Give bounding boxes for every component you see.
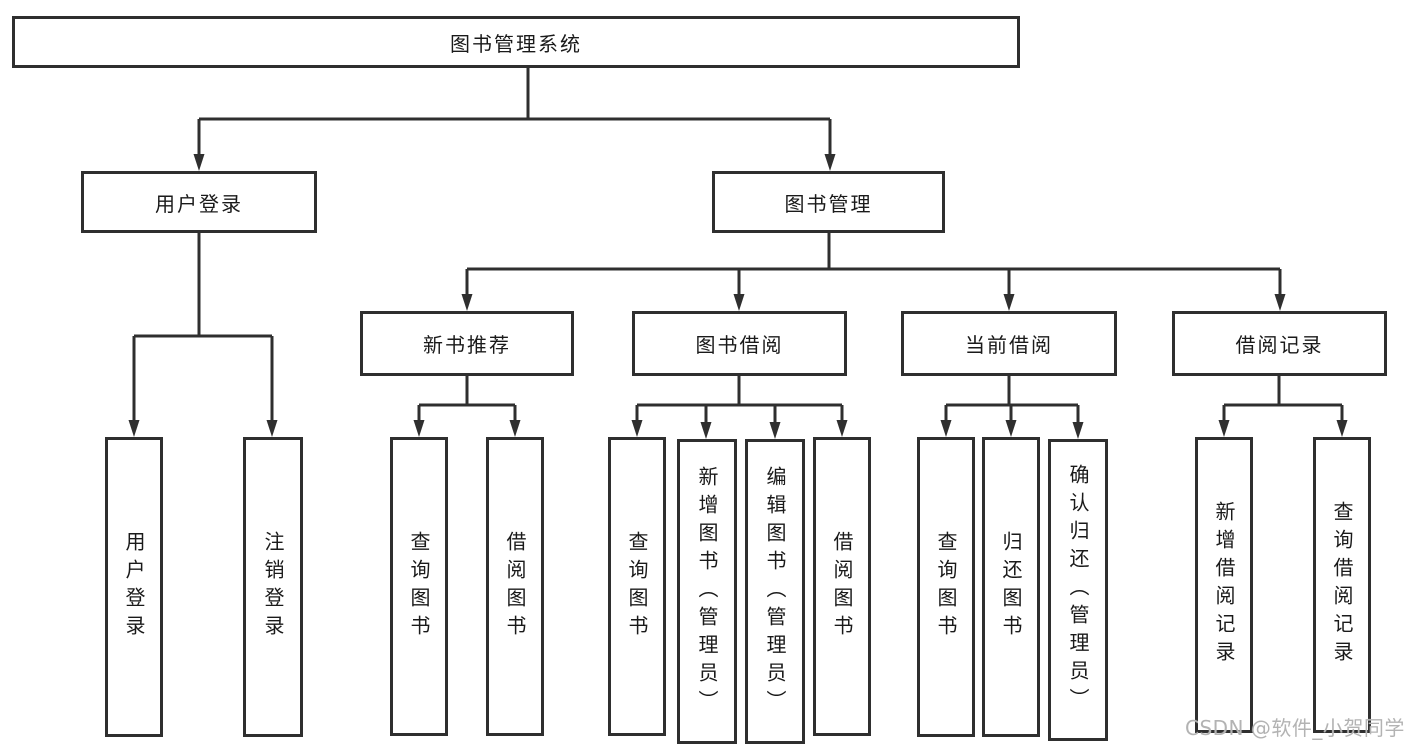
node-user-login: 用户登录	[81, 171, 317, 233]
leaf-label: 注销登录	[261, 531, 285, 643]
leaf-query-books-recommend: 查询图书	[390, 437, 448, 736]
leaf-label: 新增图书（管理员）	[695, 465, 719, 718]
node-book-borrowing: 图书借阅	[632, 311, 847, 376]
leaf-label: 查询图书	[407, 530, 431, 643]
leaf-label: 查询图书	[625, 530, 649, 643]
leaf-query-books-current: 查询图书	[917, 437, 975, 737]
leaf-borrow-book-recommend: 借阅图书	[486, 437, 544, 736]
leaf-return-book: 归还图书	[982, 437, 1040, 737]
node-borrowing-records: 借阅记录	[1172, 311, 1387, 376]
leaf-label: 新增借阅记录	[1212, 501, 1236, 669]
leaf-add-book-admin: 新增图书（管理员）	[677, 439, 737, 744]
leaf-query-books-borrowing: 查询图书	[608, 437, 666, 736]
leaf-user-login: 用户登录	[105, 437, 163, 737]
node-current-borrowing: 当前借阅	[901, 311, 1117, 376]
node-book-management: 图书管理	[712, 171, 945, 233]
node-new-book-recommendation: 新书推荐	[360, 311, 574, 376]
root-node-library-system: 图书管理系统	[12, 16, 1020, 68]
leaf-label: 确认归还（管理员）	[1066, 464, 1090, 716]
leaf-label: 编辑图书（管理员）	[763, 465, 787, 718]
leaf-label: 用户登录	[122, 531, 146, 643]
leaf-borrow-book: 借阅图书	[813, 437, 871, 736]
leaf-label: 查询图书	[934, 531, 958, 643]
leaf-logout: 注销登录	[243, 437, 303, 737]
leaf-edit-book-admin: 编辑图书（管理员）	[745, 439, 805, 744]
leaf-add-borrow-record: 新增借阅记录	[1195, 437, 1253, 733]
arrowhead-icons	[128, 154, 1348, 439]
leaf-label: 借阅图书	[503, 530, 527, 643]
leaf-confirm-return-admin: 确认归还（管理员）	[1048, 439, 1108, 741]
leaf-label: 借阅图书	[830, 530, 854, 643]
leaf-label: 归还图书	[999, 531, 1023, 643]
leaf-label: 查询借阅记录	[1330, 501, 1354, 669]
leaf-query-borrow-record: 查询借阅记录	[1313, 437, 1371, 733]
